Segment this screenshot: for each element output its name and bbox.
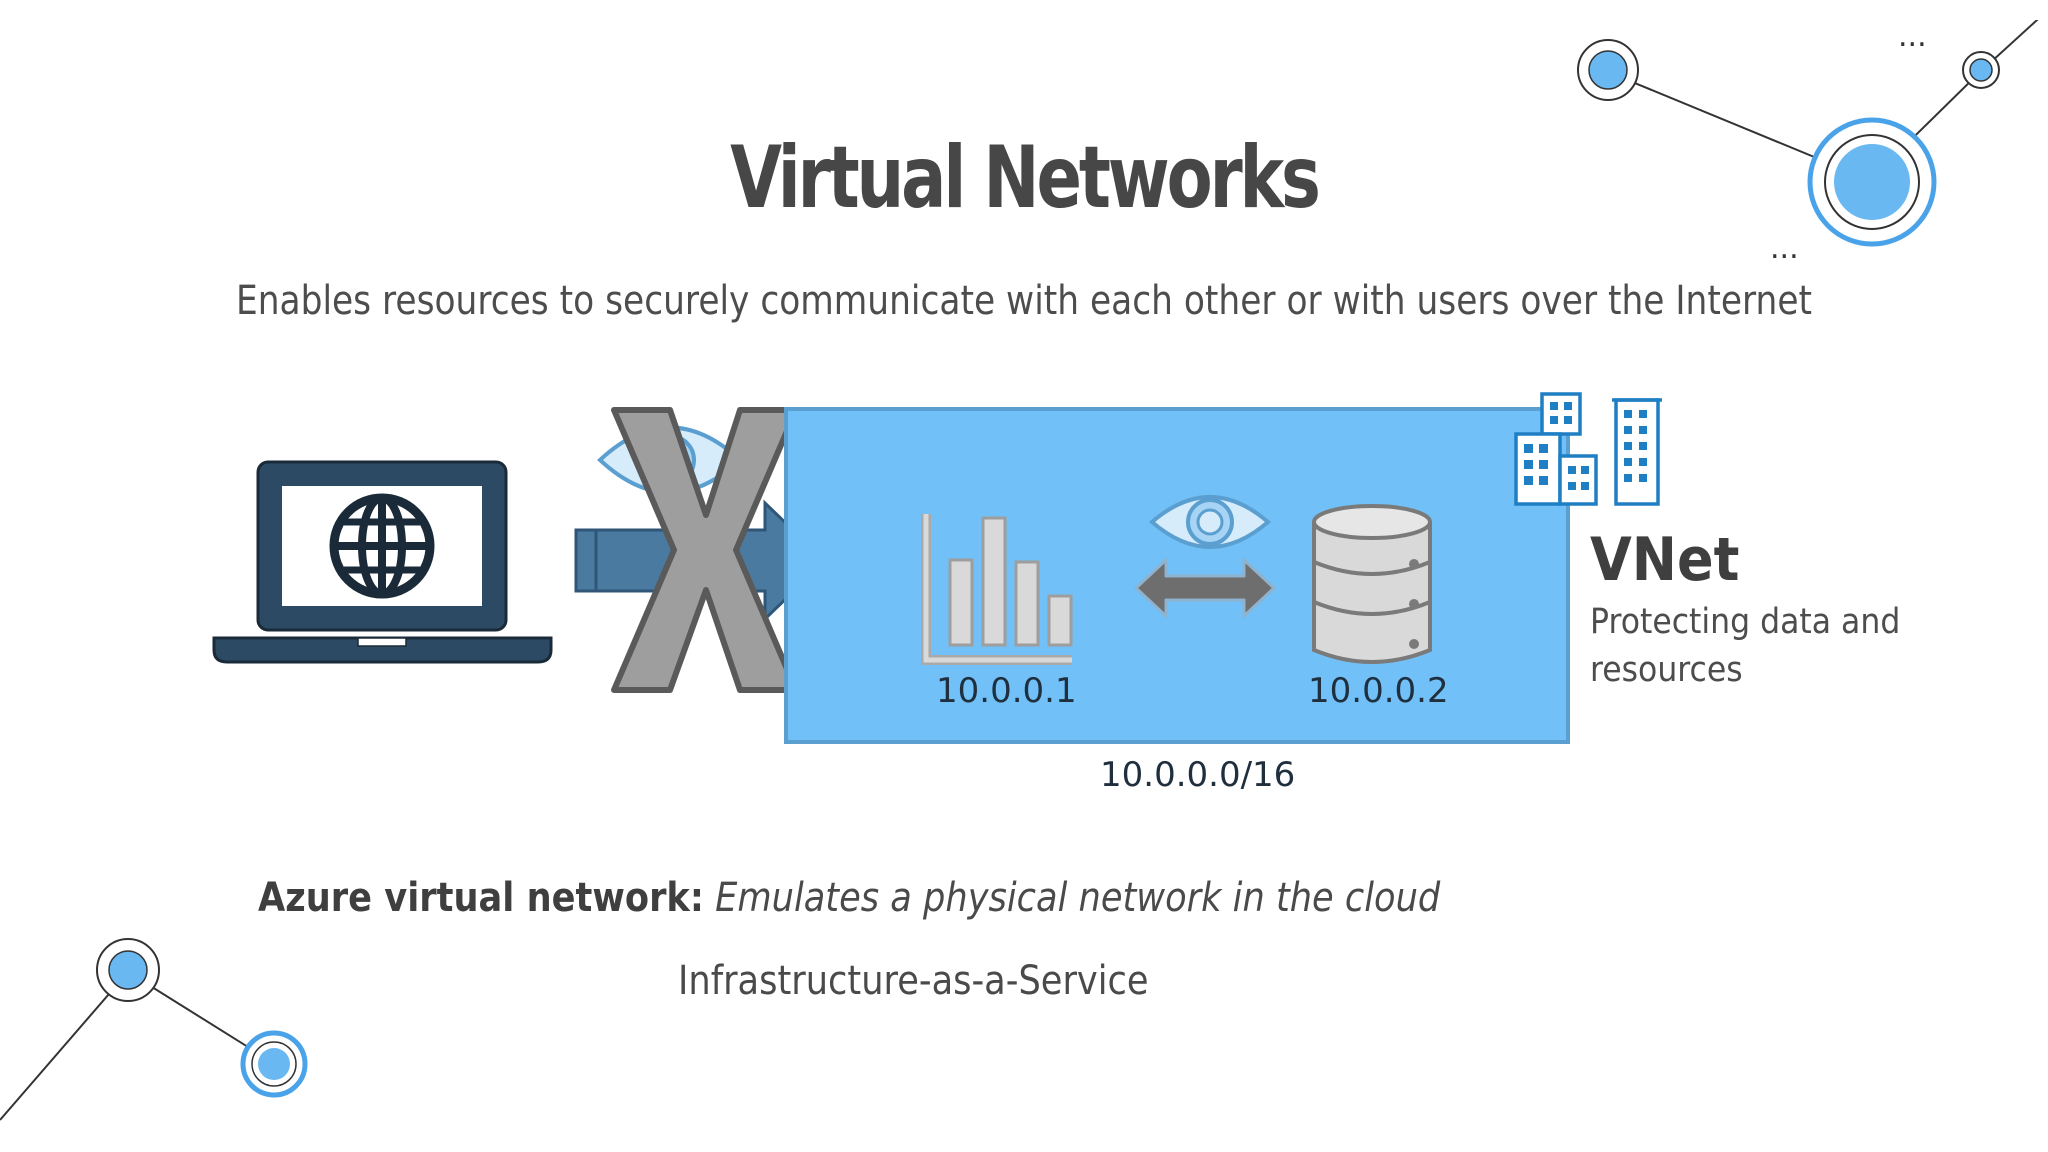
azure-definition: Azure virtual network: Emulates a physic… xyxy=(258,875,1440,921)
decor-dots: ... xyxy=(1770,231,1799,260)
vnet-cidr: 10.0.0.0/16 xyxy=(1100,755,1296,795)
resource-1-ip: 10.0.0.1 xyxy=(936,671,1077,711)
laptop-globe-icon xyxy=(212,460,553,664)
eye-icon xyxy=(1148,495,1272,549)
blocked-arrow-icon xyxy=(574,407,828,693)
database-icon xyxy=(1312,504,1432,664)
decor-network-bottom-left xyxy=(0,938,308,1121)
decor-dots: ... xyxy=(1898,20,1927,54)
azure-description: Emulates a physical network in the cloud xyxy=(715,875,1441,921)
page-title: Virtual Networks xyxy=(730,128,1321,228)
bidirectional-arrow-icon xyxy=(1134,495,1276,618)
service-model: Infrastructure-as-a-Service xyxy=(678,958,1149,1004)
vnet-label: VNet xyxy=(1590,525,1740,595)
decor-network-top-right: ... ... xyxy=(1577,20,2039,260)
azure-label: Azure virtual network: xyxy=(258,875,704,921)
vnet-description: Protecting data and resources xyxy=(1590,602,1901,690)
bar-chart-icon xyxy=(921,514,1073,665)
page-subtitle: Enables resources to securely communicat… xyxy=(235,278,1813,324)
buildings-icon xyxy=(1514,392,1662,506)
resource-2-ip: 10.0.0.2 xyxy=(1308,671,1449,711)
